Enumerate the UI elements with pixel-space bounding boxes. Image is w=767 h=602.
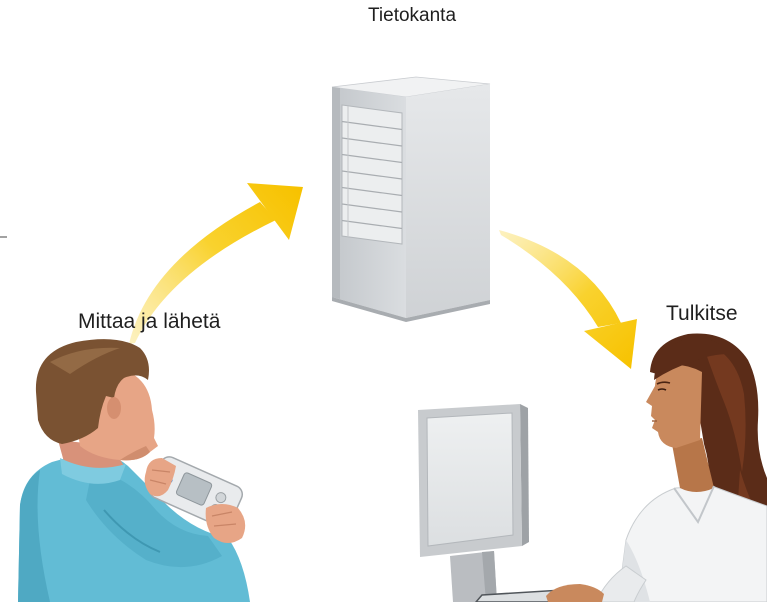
woman-sleeve [595,565,647,602]
server-base [332,297,490,322]
woman-eye [657,388,667,391]
server-side-face [406,84,490,318]
man-right-hand [205,504,246,543]
arrow-to-interpret [499,230,637,369]
monitor-side-edge [520,404,529,546]
patient-man [18,339,250,602]
server-tower [331,76,491,322]
woman-hair-fringe [654,337,730,380]
label-measure-and-send: Mittaa ja lähetä [78,310,221,333]
keyboard [475,589,563,602]
server-front-edge [332,87,340,299]
man-sleeve [86,470,222,568]
meter-button-top [215,492,227,504]
woman-neck [672,438,714,492]
woman-coat-collar [673,485,715,525]
label-interpret: Tulkitse [666,302,738,325]
woman-hand [546,584,604,602]
woman-eyebrow [656,381,671,385]
arrow-to-database [129,183,303,344]
clinician-woman [546,333,767,602]
monitor-screen [426,412,514,547]
label-database: Tietokanta [368,5,457,26]
man-collar [60,458,126,484]
computer-monitor [418,404,529,602]
man-left-hand [144,458,176,497]
woman-face [646,364,702,448]
meter-screen [175,472,213,506]
man-ear [107,397,121,419]
server-drive-bays [341,104,403,245]
